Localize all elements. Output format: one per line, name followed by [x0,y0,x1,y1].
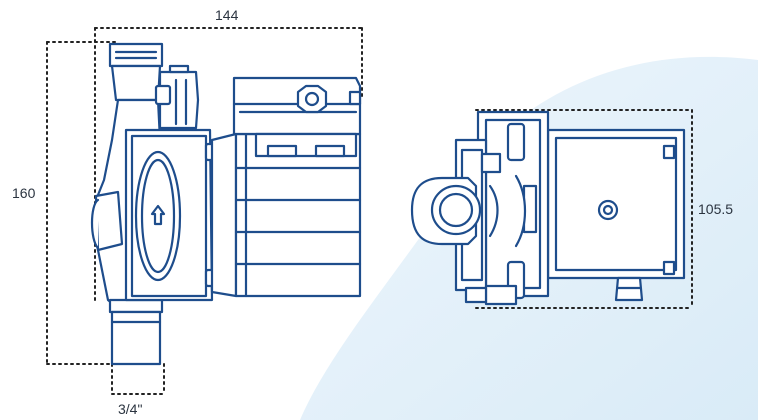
dimension-lines-side [475,109,693,309]
dimension-labels: 144 160 105.5 3/4" [12,7,733,417]
pump-front-view [90,42,362,366]
height-label: 160 [12,185,36,201]
width-label: 144 [215,7,239,23]
pump-side-view [410,110,686,306]
flow-direction-arrow-icon [150,204,166,226]
depth-label: 105.5 [698,201,733,217]
dimension-lines-front [46,27,363,395]
connection-label: 3/4" [118,401,142,417]
